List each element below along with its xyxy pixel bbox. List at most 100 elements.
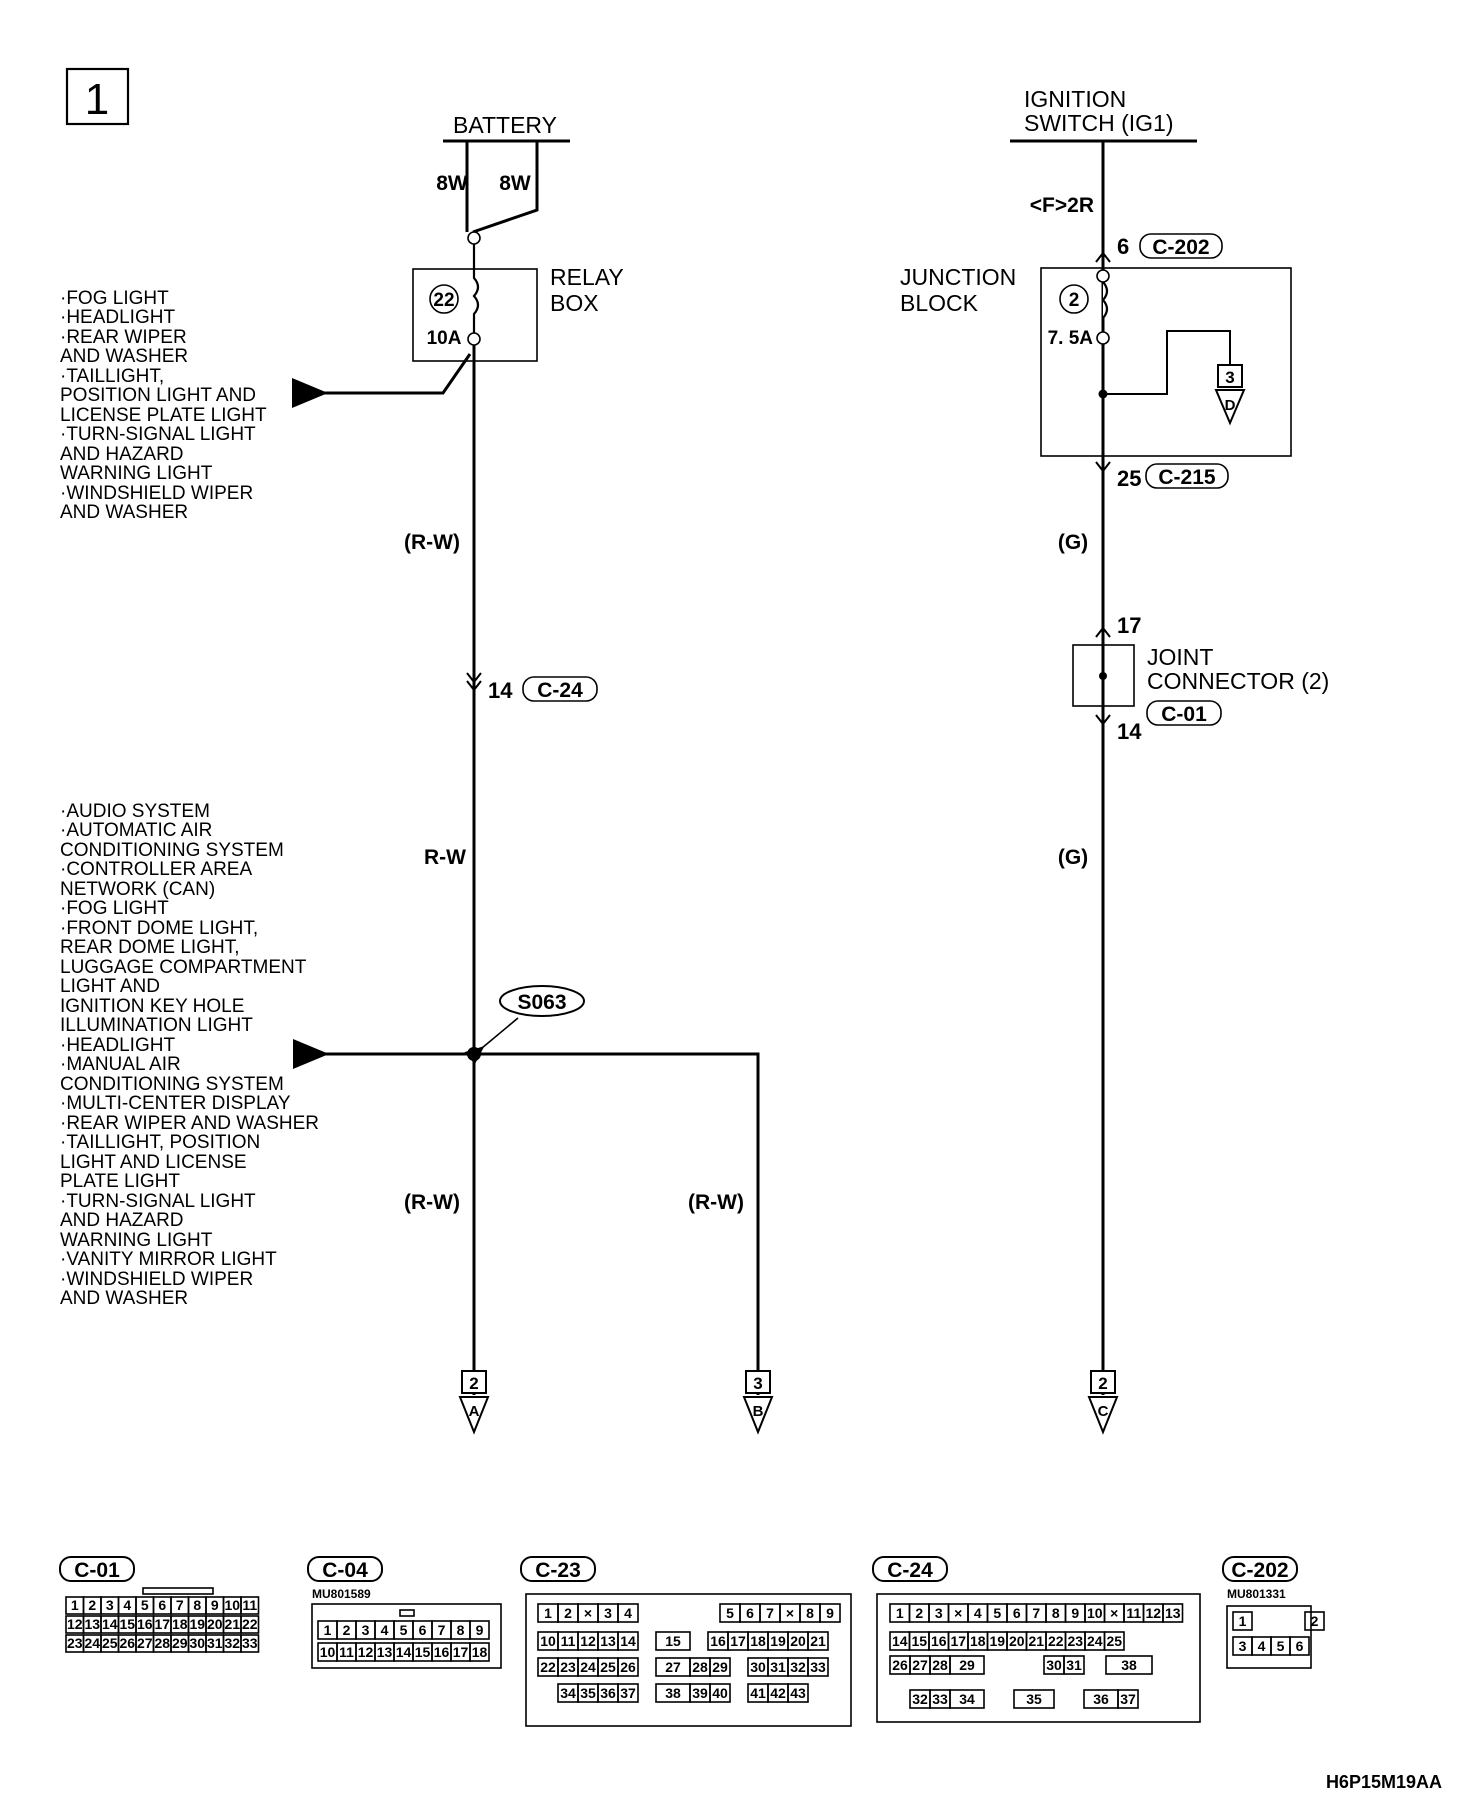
pin-number: 2 [88, 1597, 96, 1613]
pin-number: 4 [1258, 1638, 1266, 1654]
pin-number: 12 [1145, 1605, 1161, 1621]
pin-number: 22 [540, 1659, 556, 1675]
pin-number: 20 [207, 1616, 223, 1632]
pin-number: 22 [1048, 1633, 1064, 1649]
wire-label-g-lower: (G) [1058, 846, 1088, 869]
pin-number: 28 [932, 1657, 948, 1673]
wire-label-r-w-mid: R-W [424, 846, 466, 869]
pin-number: 1 [324, 1622, 332, 1638]
pin-number: 10 [1087, 1605, 1103, 1621]
pin-number: 12 [358, 1644, 374, 1660]
branch-wire-to-b [474, 1052, 760, 1395]
svg-text:AND HAZARD: AND HAZARD [60, 1210, 184, 1231]
pin-number: 8 [806, 1605, 814, 1621]
pin-number: 10 [540, 1633, 556, 1649]
pin-number: 15 [911, 1633, 927, 1649]
pin-number: 6 [419, 1622, 427, 1638]
pin-number: 32 [790, 1659, 806, 1675]
pin-number: 10 [320, 1644, 336, 1660]
pin-number: 37 [620, 1685, 636, 1701]
pin-number: 9 [211, 1597, 219, 1613]
svg-text:6: 6 [1117, 234, 1129, 259]
pin-number: 30 [750, 1659, 766, 1675]
relay-box: 22 10A RELAY BOX [412, 244, 624, 362]
svg-text:WARNING LIGHT: WARNING LIGHT [60, 1230, 213, 1251]
svg-text:CONDITIONING SYSTEM: CONDITIONING SYSTEM [60, 1074, 284, 1095]
pin-number: 26 [620, 1659, 636, 1675]
svg-text:WARNING LIGHT: WARNING LIGHT [60, 463, 213, 484]
pin-number: 9 [1071, 1605, 1079, 1621]
pin-number: 3 [604, 1605, 612, 1621]
pin-number: 11 [1126, 1605, 1141, 1621]
pin-number: 21 [810, 1633, 826, 1649]
off-page-ref-a: 2 A [458, 1370, 490, 1435]
svg-text:17: 17 [1117, 613, 1141, 638]
pin-number: 17 [950, 1633, 966, 1649]
pin-cell [1289, 1636, 1310, 1656]
pin-cell [617, 1603, 639, 1623]
pin-number: 33 [810, 1659, 826, 1675]
pin-number: × [954, 1605, 962, 1621]
off-page-ref-c: 2 C [1087, 1370, 1119, 1435]
svg-text:C-24: C-24 [537, 679, 583, 702]
svg-text:PLATE LIGHT: PLATE LIGHT [60, 1171, 180, 1192]
connector-c24-pin14: 14 C-24 [466, 672, 598, 703]
pin-number: 2 [343, 1622, 351, 1638]
pin-cell [1304, 1611, 1325, 1631]
pin-number: 13 [1165, 1605, 1181, 1621]
pin-number: 41 [750, 1685, 766, 1701]
svg-text:POSITION LIGHT AND: POSITION LIGHT AND [60, 385, 256, 406]
pin-number: 32 [912, 1691, 928, 1707]
svg-text:C-215: C-215 [1158, 466, 1216, 489]
pin-number: 8 [193, 1597, 201, 1613]
pin-number: 5 [400, 1622, 408, 1638]
pin-number: 14 [620, 1633, 636, 1649]
pin-number: 36 [600, 1685, 616, 1701]
pin-number: 11 [561, 1633, 576, 1649]
pin-number: 23 [560, 1659, 576, 1675]
pin-number: 39 [692, 1685, 708, 1701]
pin-number: 4 [381, 1622, 389, 1638]
svg-text:BOX: BOX [550, 290, 599, 316]
pin-number: 34 [560, 1685, 576, 1701]
svg-text:MU801589: MU801589 [312, 1587, 371, 1601]
pin-number: 38 [1121, 1657, 1137, 1673]
pin-number: 8 [457, 1622, 465, 1638]
pin-number: 3 [362, 1622, 370, 1638]
relay-output-list: ·FOG LIGHT ·HEADLIGHT ·REAR WIPER AND WA… [60, 288, 267, 523]
joint-connector-2: 17 JOINT CONNECTOR (2) C-01 14 [1072, 613, 1329, 744]
pin-number: 2 [915, 1605, 923, 1621]
pin-cell [807, 1631, 829, 1651]
svg-text:IGNITION: IGNITION [1024, 86, 1126, 112]
svg-text:·HEADLIGHT: ·HEADLIGHT [60, 1035, 175, 1056]
svg-text:·MANUAL AIR: ·MANUAL AIR [60, 1054, 181, 1075]
pin-number: 31 [770, 1659, 786, 1675]
pin-number: 27 [912, 1657, 928, 1673]
pin-number: 37 [1120, 1691, 1136, 1707]
svg-text:AND WASHER: AND WASHER [60, 502, 188, 523]
svg-text:AND HAZARD: AND HAZARD [60, 444, 184, 465]
pin-number: 12 [67, 1616, 83, 1632]
junction-block: 2 7. 5A JUNCTION BLOCK 3 D [900, 264, 1292, 457]
pin-number: 3 [1239, 1638, 1247, 1654]
svg-text:AND WASHER: AND WASHER [60, 346, 188, 367]
pin-number: 19 [189, 1616, 205, 1632]
svg-text:2: 2 [1069, 290, 1080, 311]
pin-number: 2 [564, 1605, 572, 1621]
wire-label-r-w-lower-left: (R-W) [404, 1191, 460, 1214]
pin-number: 31 [1066, 1657, 1082, 1673]
pin-number: 15 [665, 1633, 681, 1649]
pin-number: 1 [544, 1605, 552, 1621]
off-page-ref-b: 3 B [742, 1370, 774, 1435]
pin-number: 7 [1032, 1605, 1040, 1621]
pin-number: 16 [137, 1616, 153, 1632]
ignition-switch: IGNITION SWITCH (IG1) [1010, 86, 1197, 143]
pin-number: 5 [726, 1605, 734, 1621]
pin-number: 9 [826, 1605, 834, 1621]
pin-number: 26 [892, 1657, 908, 1673]
splice-s063: S063 [464, 985, 585, 1065]
